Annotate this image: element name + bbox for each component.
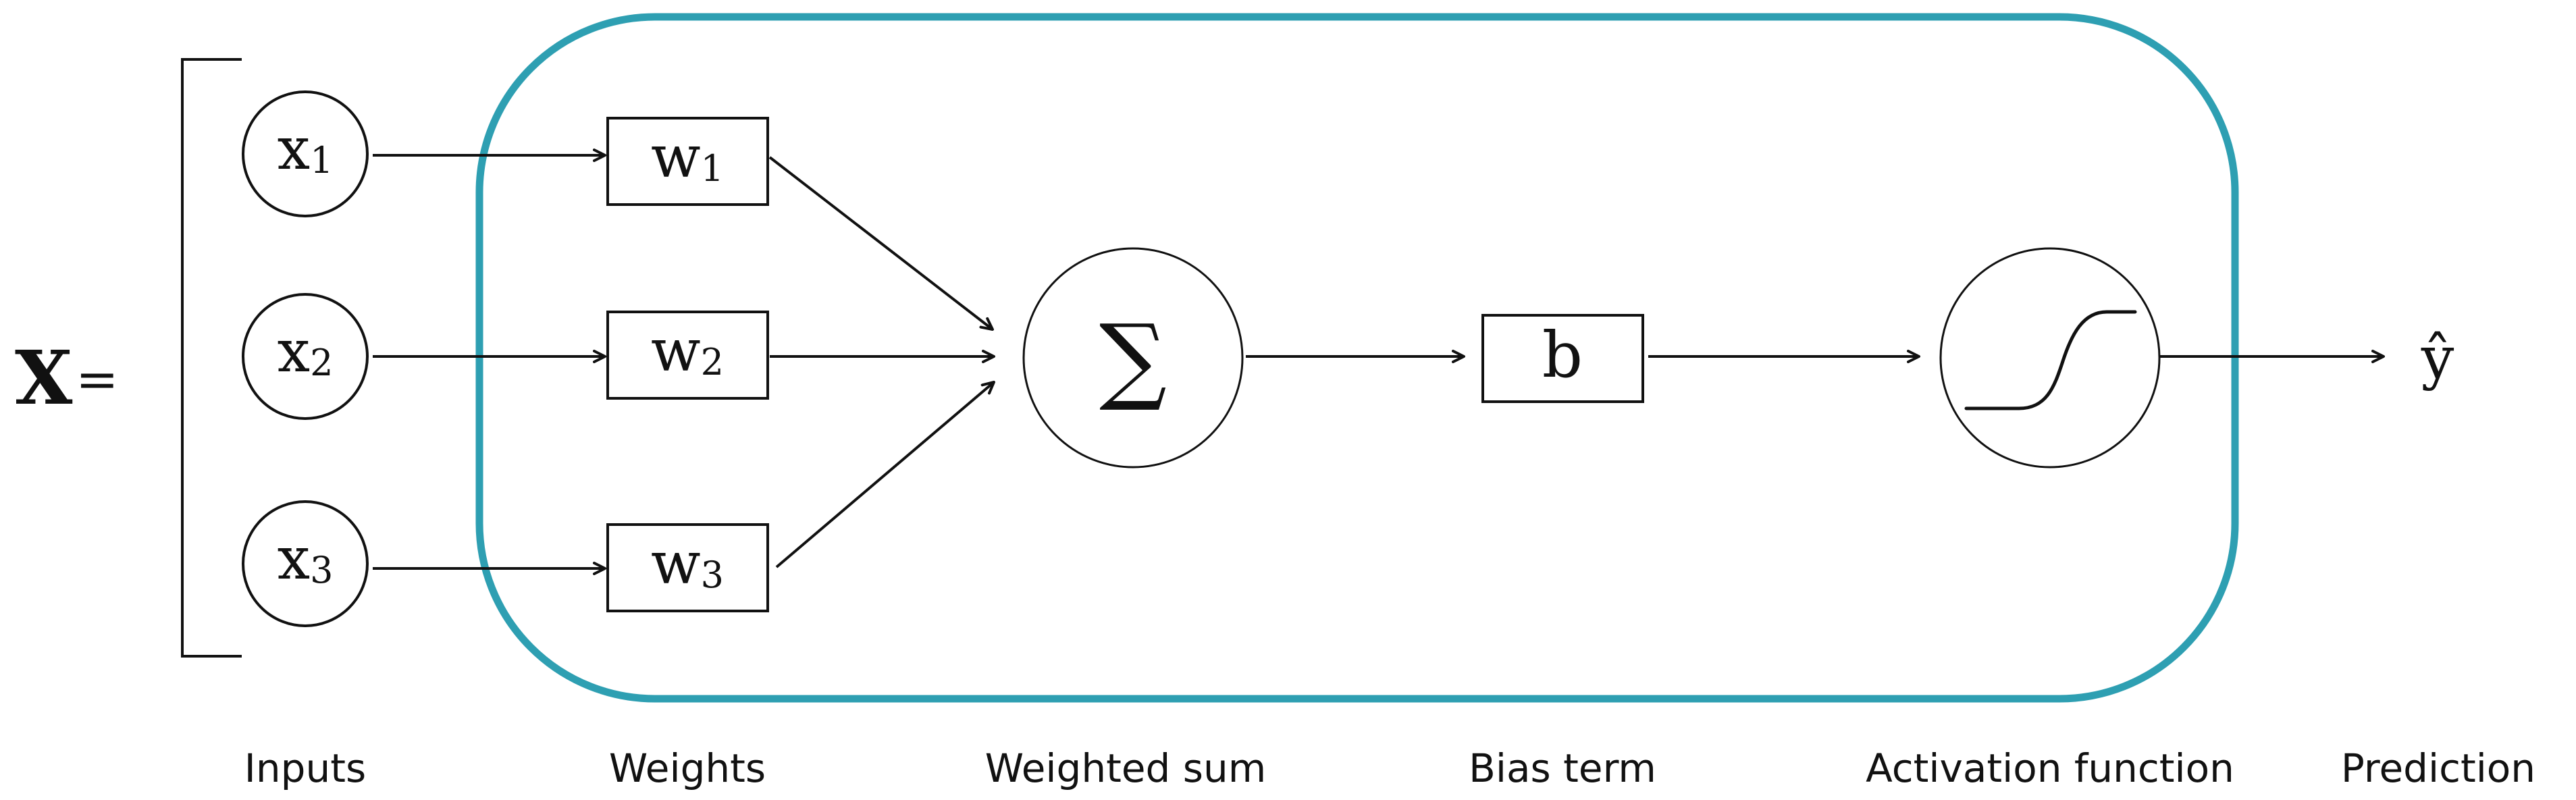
caption-inputs: Inputs [244,745,366,791]
svg-text:x3: x3 [278,525,334,593]
weighted-sum-node: ∑ [1022,247,1244,469]
svg-text:w2: w2 [651,317,724,385]
weight-box-w1: w1 [606,117,769,206]
caption-activation-function: Activation function [1866,745,2234,791]
arrow-w1-to-sum [768,156,994,331]
svg-text:w1: w1 [651,124,724,191]
input-x1-base: x [278,115,311,183]
input-node-x3: x3 [242,500,369,627]
sum-symbol: ∑ [1099,304,1167,415]
input-x3-subscript: 3 [310,549,333,591]
weight-box-w3: w3 [606,523,769,612]
input-x1-subscript: 1 [310,139,333,182]
input-x3-base: x [278,525,311,593]
bias-box: b [1481,314,1644,403]
weight-box-w2: w2 [606,311,769,400]
input-x2-subscript: 2 [310,342,333,384]
weight-w2-base: w [651,317,701,385]
weight-w2-subscript: 2 [701,341,724,383]
svg-text:x2: x2 [278,318,334,385]
weight-w3-base: w [651,530,701,597]
svg-text:x1: x1 [278,115,334,183]
input-node-x2: x2 [242,293,369,420]
caption-weighted-sum: Weighted sum [985,745,1266,791]
input-x2-base: x [278,318,311,385]
arrow-w3-to-sum [775,381,995,568]
vector-label: X [15,334,73,421]
weight-w3-subscript: 3 [701,554,724,596]
activation-function-node [1939,247,2161,469]
input-node-x1: x1 [242,90,369,217]
svg-text:w3: w3 [651,530,724,597]
bias-symbol: b [1542,319,1583,392]
weight-w1-base: w [651,124,701,191]
input-vector-bracket [181,58,242,658]
prediction-symbol: ŷ [2421,325,2454,392]
weight-w1-subscript: 1 [701,147,724,190]
vector-equals: = [76,349,119,409]
caption-bias-term: Bias term [1469,745,1656,791]
caption-weights: Weights [609,745,766,791]
caption-prediction: Prediction [2341,745,2535,791]
sigmoid-curve-icon [1964,310,2137,410]
